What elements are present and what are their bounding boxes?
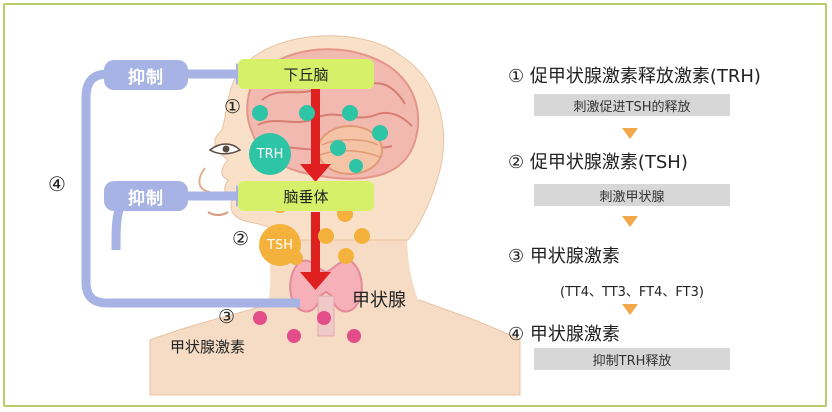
mouth <box>207 211 229 216</box>
step2-title: ② 促甲状腺激素(TSH) <box>508 152 688 173</box>
arrow-head-1 <box>300 164 331 182</box>
tsh-circle: TSH <box>259 224 301 266</box>
nose <box>198 167 211 193</box>
marker-1: ① <box>224 96 242 118</box>
loop-number-label: ④ <box>48 172 66 196</box>
hypothalamus-box: 下丘脑 <box>238 59 374 89</box>
thyroid-label: 甲状腺 <box>352 290 406 311</box>
step4-desc: 抑制TRH释放 <box>534 348 730 370</box>
inhibit-loop-outer <box>81 69 300 308</box>
pituitary-box: 脑垂体 <box>238 181 374 211</box>
arrow-head-2 <box>300 272 331 290</box>
step2-desc: 刺激甲状腺 <box>534 184 730 206</box>
down-arrow-1 <box>622 128 638 139</box>
trh-circle: TRH <box>249 133 291 175</box>
step1-title: ① 促甲状腺激素释放激素(TRH) <box>508 66 761 87</box>
step3-subtitle: (TT4、TT3、FT4、FT3) <box>560 285 704 300</box>
marker-3: ③ <box>218 306 236 328</box>
step4-title: ④ 甲状腺激素 <box>508 324 620 345</box>
step3-title: ③ 甲状腺激素 <box>508 246 620 267</box>
marker-2: ② <box>232 228 250 250</box>
shoulders <box>149 299 521 396</box>
inhibit-label-top: 抑制 <box>104 60 188 90</box>
down-arrow-2 <box>622 216 638 227</box>
inhibit-label-mid: 抑制 <box>104 181 188 211</box>
thyroid-hormone-label: 甲状腺激素 <box>170 338 246 356</box>
arrow-shaft-2 <box>311 212 320 274</box>
arrow-shaft-1 <box>311 86 320 166</box>
step1-desc: 刺激促进TSH的释放 <box>534 94 730 116</box>
down-arrow-3 <box>622 304 638 315</box>
